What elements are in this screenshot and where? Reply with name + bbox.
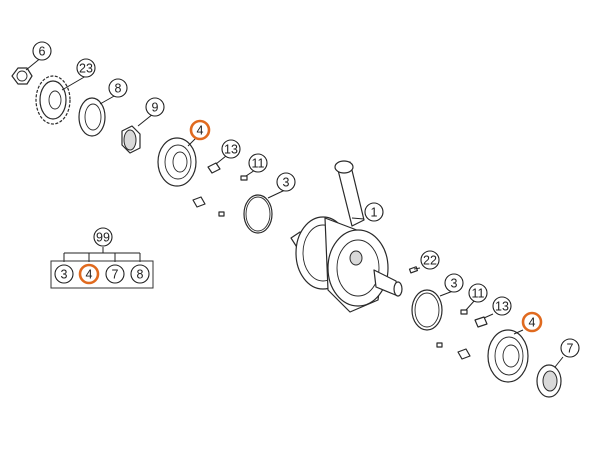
callout-c4b: 4: [521, 311, 543, 333]
part-bearing-right: [487, 329, 529, 383]
callout-c8: 8: [108, 78, 128, 98]
callout-ring: [93, 227, 113, 247]
callout-ring: [276, 172, 296, 192]
callout-ring: [54, 264, 74, 284]
part-ring: [78, 97, 106, 137]
callout-c11a: 11: [248, 153, 268, 173]
callout-ring: [130, 264, 150, 284]
callout-c11b: 11: [468, 283, 488, 303]
callout-number: 6: [39, 45, 46, 59]
part-seal: [536, 364, 562, 398]
callout-c6: 6: [32, 41, 52, 61]
callout-ring: [560, 338, 580, 358]
part-clip-left-lower: [192, 196, 225, 217]
callout-layer: 6 23 8 9 4 13 11 3 1 22 3 11 13 4 7: [32, 41, 580, 358]
callout-ring: [105, 264, 125, 284]
callout-kit: 99: [93, 227, 113, 247]
part-pin-left: [240, 175, 248, 181]
kit-item-8: 8: [130, 264, 150, 284]
part-spacer: [121, 125, 141, 154]
callout-number: 1: [371, 206, 378, 220]
kit-item-7: 7: [105, 264, 125, 284]
callout-number: 13: [495, 300, 509, 314]
part-shim-right: [411, 289, 443, 331]
callout-number: 7: [567, 342, 574, 356]
callout-number: 11: [252, 157, 265, 171]
callout-ring: [420, 250, 440, 270]
callout-highlight-ring: [78, 263, 100, 285]
kit-callouts: 99 3 4 7 8: [54, 227, 150, 285]
callout-ring: [248, 153, 268, 173]
callout-c4a: 4: [189, 119, 211, 141]
callout-c3a: 3: [276, 172, 296, 192]
callout-ring: [221, 139, 241, 159]
callout-c23: 23: [76, 58, 96, 78]
callout-ring: [444, 273, 464, 293]
callout-ring: [492, 296, 512, 316]
callout-c22: 22: [420, 250, 440, 270]
part-bearing-left: [157, 137, 197, 187]
callout-ring: [468, 283, 488, 303]
callout-number: 7: [112, 268, 119, 282]
part-shim-left: [243, 194, 273, 234]
callout-number: 3: [451, 277, 458, 291]
callout-c7: 7: [560, 338, 580, 358]
callout-number: 99: [96, 231, 110, 245]
callout-ring: [145, 97, 165, 117]
callout-number: 8: [137, 268, 144, 282]
callout-highlight-ring: [521, 311, 543, 333]
callout-number: 8: [115, 82, 122, 96]
part-clip-left: [207, 162, 221, 174]
callout-ring: [108, 78, 128, 98]
callout-c1: 1: [364, 202, 384, 222]
callout-number: 4: [86, 268, 93, 282]
callout-ring: [32, 41, 52, 61]
callout-number: 11: [472, 287, 485, 301]
callout-c13a: 13: [221, 139, 241, 159]
callout-number: 4: [529, 316, 536, 330]
kit-item-3: 3: [54, 264, 74, 284]
callout-ring: [364, 202, 384, 222]
part-nut: [11, 67, 33, 85]
part-clips-right: [436, 309, 488, 360]
part-key: [408, 266, 419, 274]
part-crankshaft: [290, 160, 403, 313]
callout-c13b: 13: [492, 296, 512, 316]
callout-number: 3: [283, 176, 290, 190]
callout-number: 23: [79, 62, 93, 76]
callout-number: 9: [152, 101, 159, 115]
callout-number: 3: [61, 268, 68, 282]
callout-c9: 9: [145, 97, 165, 117]
part-gear: [35, 75, 71, 125]
callout-ring: [76, 58, 96, 78]
callout-c3b: 3: [444, 273, 464, 293]
kit-box: [50, 260, 154, 289]
callout-number: 22: [423, 254, 437, 268]
callout-number: 13: [224, 143, 238, 157]
callout-highlight-ring: [189, 119, 211, 141]
kit-item-4: 4: [78, 263, 100, 285]
callout-number: 4: [197, 124, 204, 138]
